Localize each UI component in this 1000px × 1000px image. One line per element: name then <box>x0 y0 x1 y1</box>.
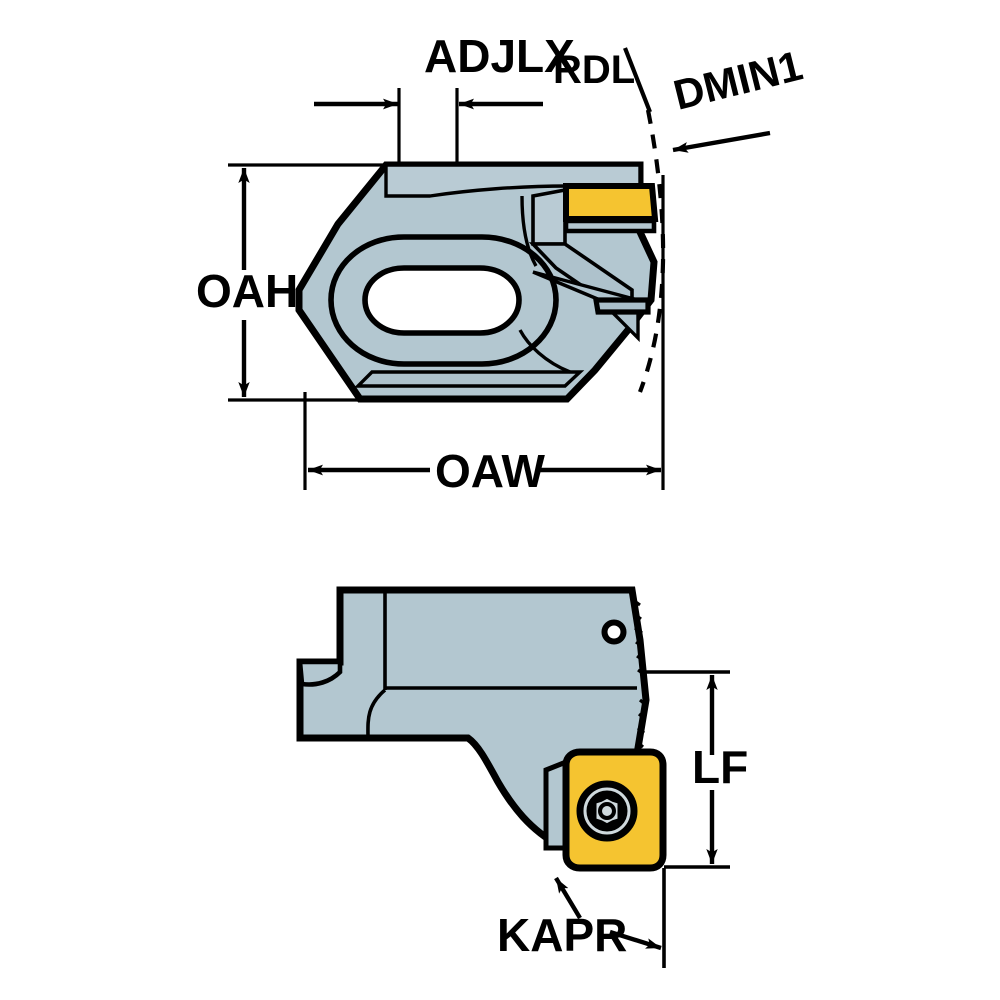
insert-screw-group <box>576 780 638 842</box>
dmin1-dashed-arc <box>638 109 666 393</box>
insert-shim-top <box>563 218 657 234</box>
torx-star-icon <box>591 793 623 829</box>
lf-extension-lines <box>644 670 730 869</box>
cutting-insert-top <box>563 183 659 222</box>
internal-contour-mid <box>518 329 571 374</box>
label-rdl: RDL <box>553 48 635 92</box>
seat-ledge-lower <box>592 297 651 315</box>
oval-hole-inner <box>362 265 522 336</box>
label-oah: OAH <box>196 265 298 317</box>
label-dmin1: DMIN1 <box>669 42 807 119</box>
bottom-chamfer-band <box>353 370 585 388</box>
coolant-hole <box>601 619 627 645</box>
label-oaw: OAW <box>435 445 545 497</box>
kapr-leader-to-ref <box>609 929 662 951</box>
dmin1-arrow <box>672 130 771 153</box>
top-view-group: ADJLX RDL DMIN1 <box>196 30 807 497</box>
internal-contour-right <box>520 195 538 267</box>
side-internal-blend <box>366 688 387 739</box>
torx-center <box>598 802 616 820</box>
dmin1-leader-slash <box>623 47 652 113</box>
insert-seat-shelf <box>531 187 567 246</box>
top-view-body <box>295 161 659 403</box>
label-lf: LF <box>692 741 748 793</box>
kapr-leader-to-edge <box>554 876 582 920</box>
coolant-notch <box>297 659 343 687</box>
side-view-group: LF KAPR <box>296 586 748 968</box>
dmin1-leader-group <box>623 47 771 393</box>
label-kapr: KAPR <box>497 909 627 961</box>
label-adjlx: ADJLX <box>424 30 575 82</box>
